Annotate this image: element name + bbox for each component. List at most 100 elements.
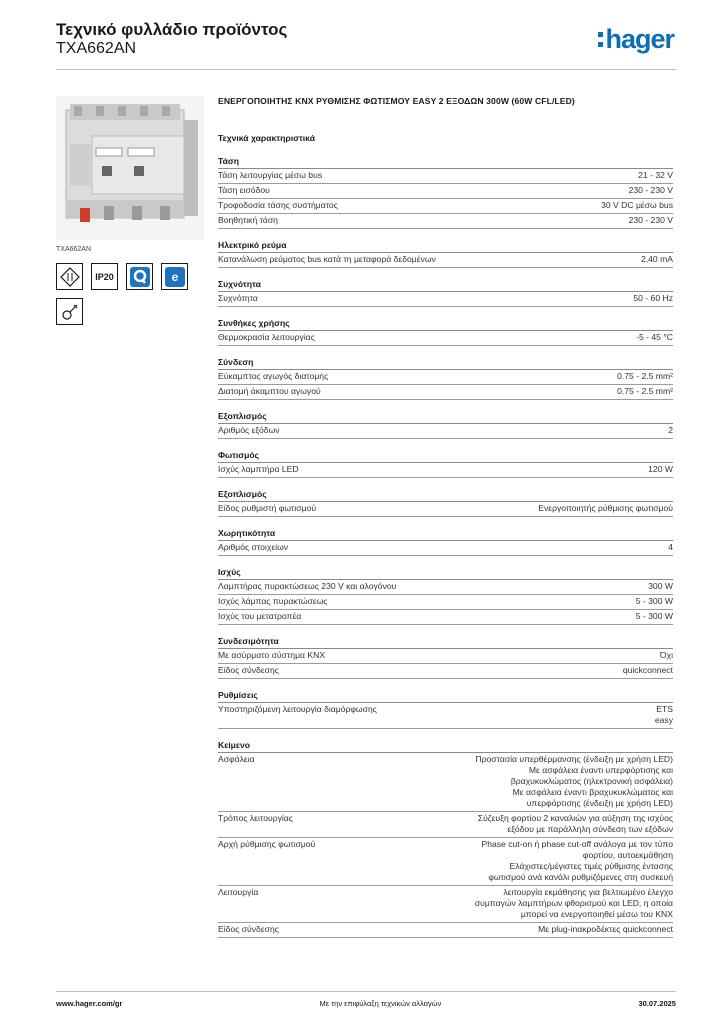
spec-label: Ασφάλεια: [218, 754, 255, 764]
spec-label: Ισχύς λάμπας πυρακτώσεως: [218, 596, 328, 606]
spec-label: Είδος ρυθμιστή φωτισμού: [218, 503, 317, 513]
product-image: [56, 96, 204, 240]
spec-row: Με ασύρματο σύστημα KNX Όχι: [218, 649, 673, 664]
spec-row: Είδος σύνδεσης Με plug-inακροδέκτες quick…: [218, 923, 673, 938]
spec-label: Τάση εισόδου: [218, 185, 270, 195]
spec-value: 120 W: [648, 464, 673, 474]
spec-label: Τάση λειτουργίας μέσω bus: [218, 170, 323, 180]
section-title: Εξοπλισμός: [218, 410, 673, 424]
hager-logo: hager: [598, 24, 675, 55]
spec-value: Phase cut-on ή phase cut-off ανάλογα με …: [481, 839, 673, 882]
section-title: Χωρητικότητα: [218, 527, 673, 541]
section-title: Ρυθμίσεις: [218, 689, 673, 703]
spec-row: Θερμοκρασία λειτουργίας-5 - 45 °C: [218, 331, 673, 346]
spec-value: Με plug-inακροδέκτες quickconnect: [538, 924, 673, 934]
spec-value: λειτουργία εκμάθησης για βελτιωμένο έλεγ…: [474, 887, 673, 919]
spec-value: 2,40 mA: [640, 254, 673, 264]
tool-icon: [56, 298, 83, 325]
spec-label: Αριθμός στοιχείων: [218, 542, 289, 552]
spec-label: Διατομή άκαμπτου αγωγού: [218, 386, 321, 396]
spec-value: 21 - 32 V: [638, 170, 673, 180]
spec-value: 5 - 300 W: [635, 611, 673, 621]
footer-website: www.hager.com/gr: [56, 999, 123, 1008]
spec-label: Εύκαμπτος αγωγός διατομής: [218, 371, 329, 381]
spec-row: Λειτουργία λειτουργία εκμάθησης για βελτι…: [218, 886, 673, 923]
spec-value: Ενεργοποιητής ρύθμισης φωτισμού: [538, 503, 673, 513]
spec-main: ΕΝΕΡΓΟΠΟΙΗΤΗΣ KNX ΡΥΘΜΙΣΗΣ ΦΩΤΙΣΜΟΥ EASY…: [218, 96, 673, 948]
image-caption: TXA662AN: [56, 246, 92, 253]
spec-value: 230 - 230 V: [628, 215, 673, 225]
spec-label: Τρόπος λειτουργίας: [218, 813, 293, 823]
page-header: Τεχνικό φυλλάδιο προϊόντος TXA662AN hage…: [56, 20, 676, 70]
spec-row: Είδος ρυθμιστή φωτισμού Ενεργοποιητής ρύθ…: [218, 502, 673, 517]
spec-label: Βοηθητική τάση: [218, 215, 278, 225]
spec-label: Λαμπτήρας πυρακτώσεως 230 V και αλογόνου: [218, 581, 397, 591]
spec-value: 4: [668, 542, 673, 552]
spec-row: Βοηθητική τάση 230 - 230 V: [218, 214, 673, 229]
svg-text:e: e: [171, 270, 178, 284]
spec-row: Ισχύς του μετατροπέα 5 - 300 W: [218, 610, 673, 625]
spec-label: Υποστηριζόμενη λειτουργία διαμόρφωσης: [218, 704, 377, 714]
product-name: ΕΝΕΡΓΟΠΟΙΗΤΗΣ KNX ΡΥΘΜΙΣΗΣ ΦΩΤΙΣΜΟΥ EASY…: [218, 96, 575, 106]
certification-badges: IP20 e: [56, 263, 204, 290]
section-title: Ισχύς: [218, 566, 673, 580]
page-footer: www.hager.com/gr Με την επιφύλαξη τεχνικ…: [56, 991, 676, 1008]
spec-row: Αρχή ρύθμισης φωτισμού Phase cut-on ή pha…: [218, 838, 673, 886]
spec-row: Τάση λειτουργίας μέσω bus 21 - 32 V: [218, 169, 673, 184]
section-title: Ηλεκτρικό ρεύμα: [218, 239, 673, 253]
spec-row: Ισχύς λαμπτήρα LED 120 W: [218, 463, 673, 478]
footer-notice: Με την επιφύλαξη τεχνικών αλλαγών: [319, 999, 442, 1008]
spec-label: Με ασύρματο σύστημα KNX: [218, 650, 326, 660]
spec-value: -5 - 45 °C: [636, 332, 673, 342]
document-title: Τεχνικό φυλλάδιο προϊόντος: [56, 20, 288, 39]
section-title: Φωτισμός: [218, 449, 673, 463]
spec-label: Λειτουργία: [218, 887, 259, 897]
spec-value: 50 - 60 Hz: [633, 293, 673, 303]
spec-value: ETS easy: [654, 704, 673, 725]
spec-value: Προστασία υπερθέρμανσης (ένδειξη με χρήσ…: [475, 754, 673, 808]
spec-value: 230 - 230 V: [628, 185, 673, 195]
section-title: Συχνότητα: [218, 278, 673, 292]
vde-icon: [56, 263, 83, 290]
spec-label: Ισχύς λαμπτήρα LED: [218, 464, 299, 474]
spec-label: Αρχή ρύθμισης φωτισμού: [218, 839, 316, 849]
tech-characteristics-title: Τεχνικά χαρακτηριστικά: [218, 133, 315, 143]
spec-value: 300 W: [648, 581, 673, 591]
spec-label: Αριθμός εξόδων: [218, 425, 280, 435]
spec-row: Συχνότητα 50 - 60 Hz: [218, 292, 673, 307]
spec-label: Συχνότητα: [218, 293, 258, 303]
spec-value: 0.75 - 2.5 mm²: [617, 371, 673, 381]
section-title: Τάση: [218, 155, 673, 169]
spec-label: Είδος σύνδεσης: [218, 924, 279, 934]
product-sidebar: TXA662AN IP20 e: [56, 96, 204, 325]
spec-value: Όχι: [659, 650, 673, 660]
section-title: Κείμενο: [218, 739, 673, 753]
section-title: Συνδεσιμότητα: [218, 635, 673, 649]
section-title: Σύνδεση: [218, 356, 673, 370]
spec-label: Τροφοδοσία τάσης συστήματος: [218, 200, 338, 210]
spec-row: Εύκαμπτος αγωγός διατομής 0.75 - 2.5 mm²: [218, 370, 673, 385]
section-title: Συνθήκες χρήσης: [218, 317, 673, 331]
spec-row: Υποστηριζόμενη λειτουργία διαμόρφωσης ETS…: [218, 703, 673, 729]
quicklink-icon: [126, 263, 153, 290]
spec-row: Αριθμός στοιχείων 4: [218, 541, 673, 556]
spec-label: Ισχύς του μετατροπέα: [218, 611, 302, 621]
spec-row: Κατανάλωση ρεύματος bus κατά τη μεταφορά…: [218, 253, 673, 268]
spec-row: Ασφάλεια Προστασία υπερθέρμανσης (ένδειξη…: [218, 753, 673, 812]
footer-date: 30.07.2025: [638, 999, 676, 1008]
product-code: TXA662AN: [56, 40, 137, 57]
